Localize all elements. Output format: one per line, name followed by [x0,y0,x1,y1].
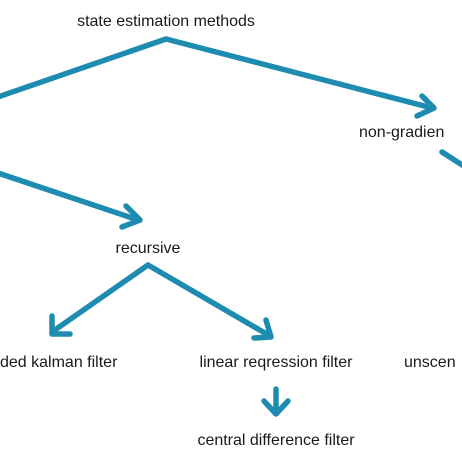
node-linear-regression-filter: linear reqression filter [200,354,354,371]
edge-recursive-to-ekf [49,262,151,335]
arrowhead-non-gradient [414,93,437,119]
arrowhead-cdf [261,398,291,417]
node-state-estimation-methods: state estimation methods [77,13,255,30]
arrowhead-ekf [49,313,73,337]
node-recursive: recursive [116,240,181,257]
arrowhead-lrf [251,317,274,341]
diagram-nodes: state estimation methods non-gradien rec… [0,13,456,449]
edge-non-gradient-to-right [439,149,462,169]
edge-root-to-left [0,36,169,100]
arrowhead-recursive [119,203,143,230]
node-non-gradient: non-gradien [359,124,444,141]
node-unscented: unscen [404,354,456,371]
node-central-difference-filter: central difference filter [197,432,355,449]
node-extended-kalman-filter: ded kalman filter [0,354,118,371]
edge-recursive-to-lrf [145,262,273,339]
edge-root-to-non-gradient [163,36,435,111]
edge-left-to-recursive [0,170,141,223]
diagram-edges [0,36,462,417]
